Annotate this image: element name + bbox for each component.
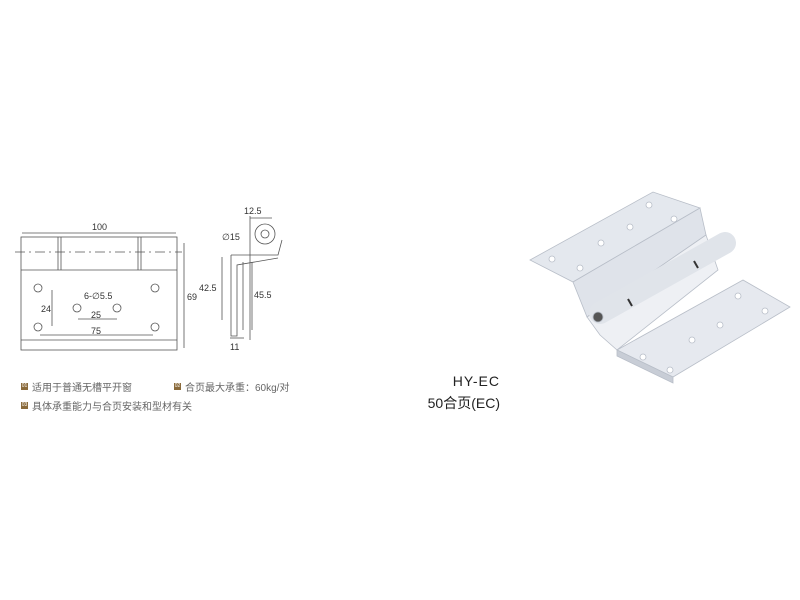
bullet-badge: 02 (174, 383, 181, 390)
dim-45-5: 45.5 (254, 290, 272, 300)
dim-12-5: 12.5 (244, 206, 262, 216)
dim-barrel: ∅15 (222, 232, 240, 242)
product-name: 50合页(EC) (427, 395, 500, 411)
feature-text: 适用于普通无槽平开窗 (32, 383, 132, 394)
bullet-badge: 03 (21, 402, 28, 409)
dim-24: 24 (41, 304, 51, 314)
dim-25: 25 (91, 310, 101, 320)
hinge-photo (529, 191, 791, 384)
bullet-badge: 01 (21, 383, 28, 390)
feature-1: 01 适用于普通无槽平开窗 (21, 379, 132, 394)
dim-11: 11 (230, 342, 239, 352)
dim-height: 69 (187, 292, 197, 302)
feature-text: 具体承重能力与合页安装和型材有关 (32, 402, 192, 413)
feature-3: 03 具体承重能力与合页安装和型材有关 (21, 398, 192, 413)
dim-42-5: 42.5 (199, 283, 217, 293)
model-number: HY-EC (452, 373, 500, 389)
mounting-holes (33, 283, 160, 332)
feature-2: 02 合页最大承重：60kg/对 (174, 379, 289, 394)
front-view (15, 232, 185, 351)
side-view (221, 216, 283, 340)
feature-text: 合页最大承重：60kg/对 (185, 383, 290, 394)
dim-width: 100 (92, 222, 107, 232)
dim-holes: 6-∅5.5 (84, 291, 112, 301)
dim-75: 75 (91, 326, 101, 336)
